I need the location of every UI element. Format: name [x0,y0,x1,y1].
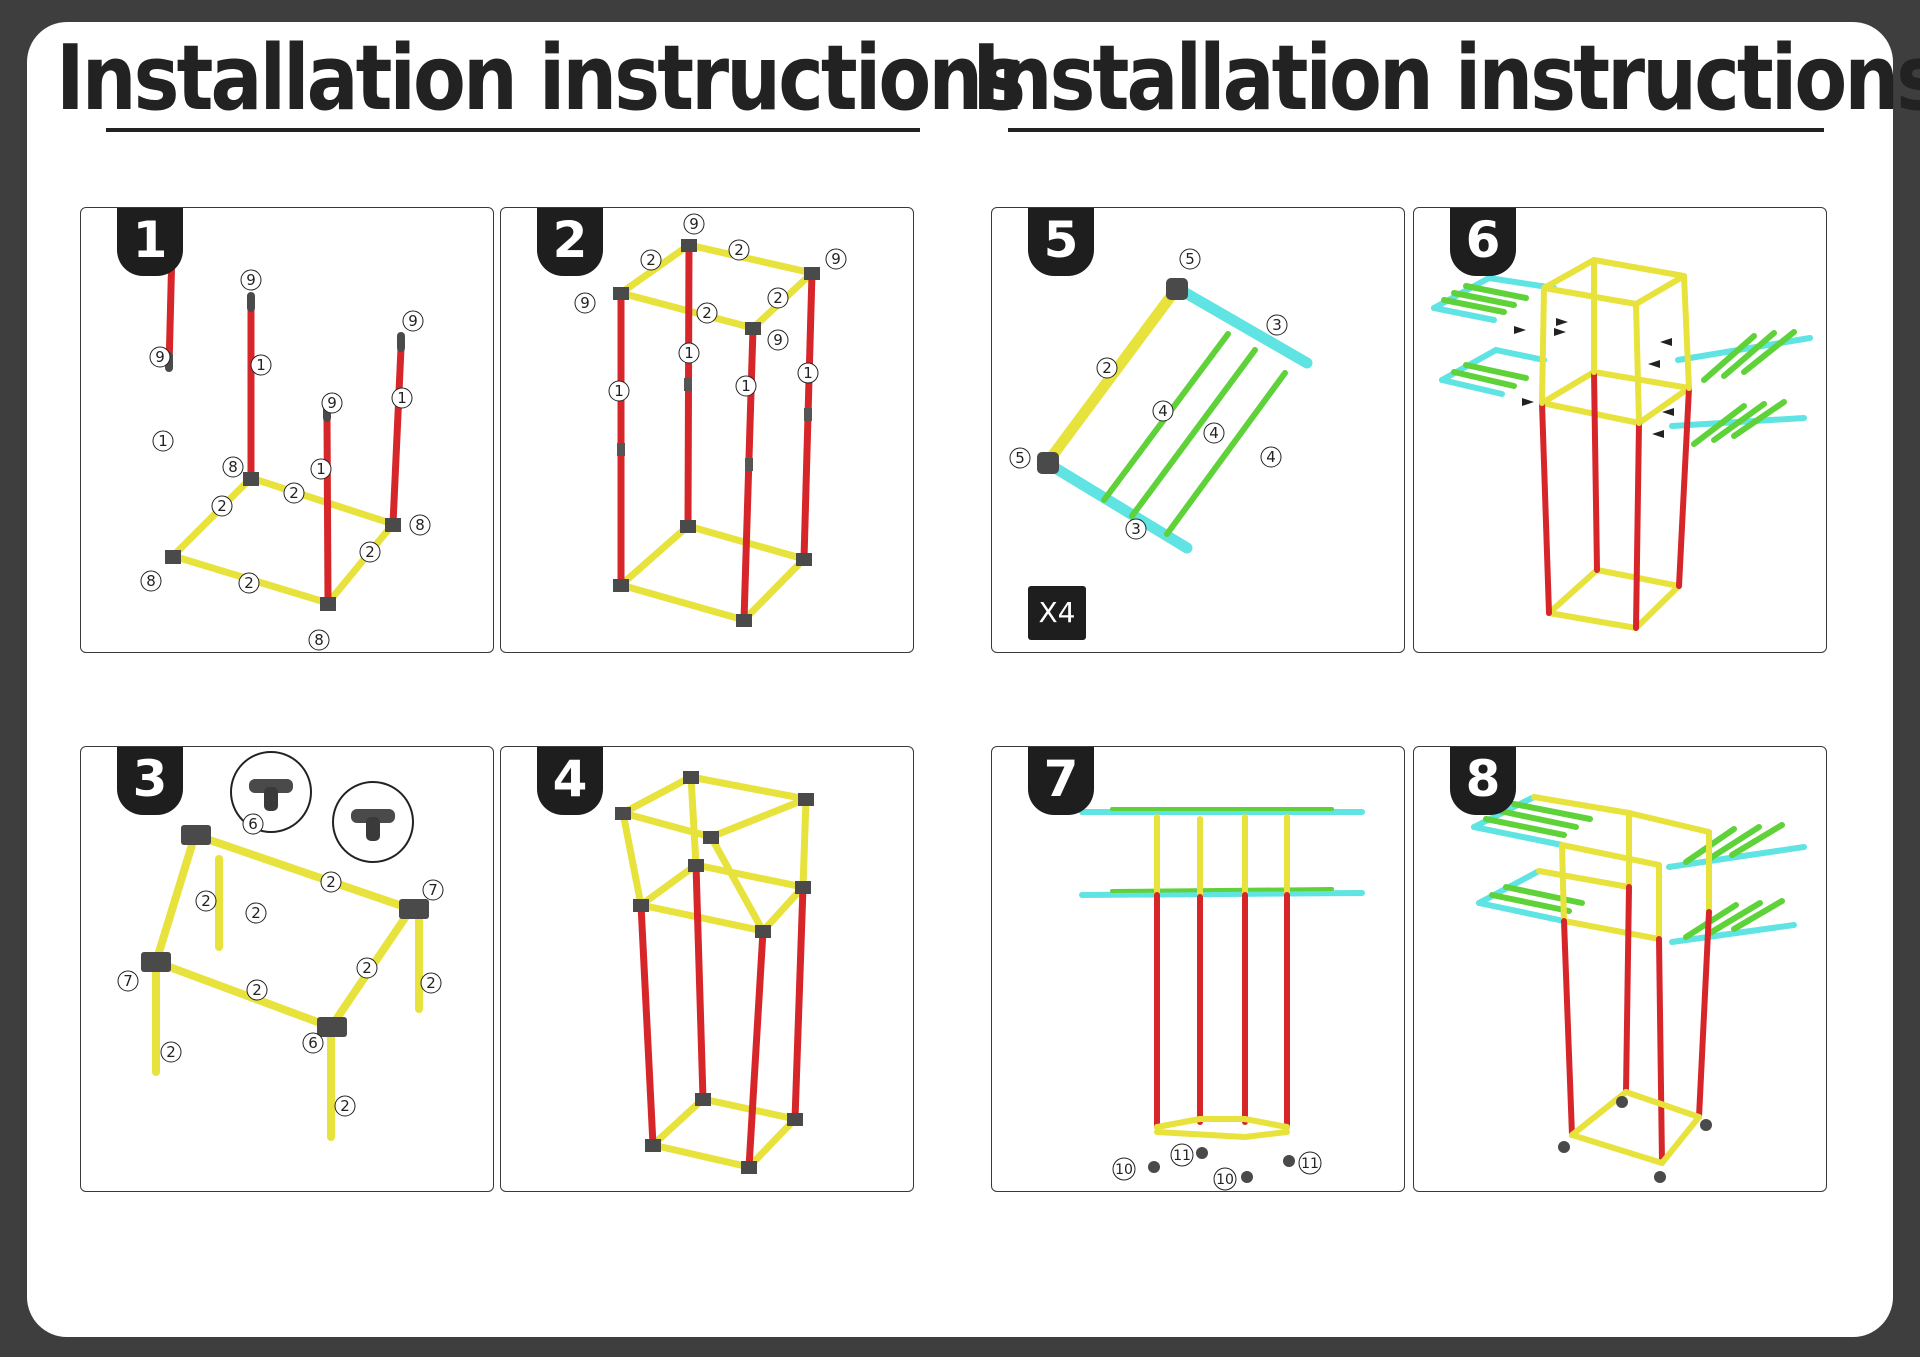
svg-text:3: 3 [1272,316,1282,334]
svg-text:2: 2 [426,974,436,992]
svg-text:4: 4 [1266,448,1276,466]
step-1-badge: 1 [117,208,183,276]
svg-text:6: 6 [308,1034,318,1052]
svg-text:8: 8 [228,458,238,476]
svg-text:2: 2 [217,497,227,515]
svg-text:9: 9 [773,331,783,349]
step-2-badge: 2 [537,208,603,276]
quantity-tag: X4 [1028,586,1086,640]
svg-text:9: 9 [327,394,337,412]
svg-text:4: 4 [1158,402,1168,420]
svg-text:2: 2 [646,251,656,269]
svg-text:11: 11 [1301,1156,1319,1172]
step-6-illustration [1431,257,1813,631]
svg-text:1: 1 [316,460,326,478]
svg-text:9: 9 [831,250,841,268]
step-7-part-labels: 10 11 10 11 [1112,1143,1322,1191]
svg-text:1: 1 [803,364,813,382]
svg-text:1: 1 [741,377,751,395]
step-2-part-labels: 9 9 9 9 2 2 2 2 1 1 1 1 [574,213,847,402]
svg-text:2: 2 [702,304,712,322]
heading-right: Installation instructions [972,26,1920,131]
svg-text:2: 2 [365,543,375,561]
step-3-illustration: 6 6 7 7 2 2 2 2 2 2 2 2 2 2 [117,751,444,1141]
svg-text:8: 8 [146,572,156,590]
svg-text:6: 6 [248,815,258,833]
svg-text:8: 8 [314,631,324,649]
step-5-badge: 5 [1028,208,1094,276]
svg-text:9: 9 [408,312,418,330]
heading-right-underline [1008,128,1824,132]
svg-text:2: 2 [252,981,262,999]
svg-text:2: 2 [201,892,211,910]
svg-text:2: 2 [362,959,372,977]
svg-text:2: 2 [326,873,336,891]
svg-text:2: 2 [773,289,783,307]
svg-text:9: 9 [246,271,256,289]
svg-text:1: 1 [684,344,694,362]
svg-text:5: 5 [1185,250,1195,268]
svg-text:8: 8 [415,516,425,534]
step-2-panel: 9 9 9 9 2 2 2 2 1 1 1 1 2 [500,207,914,653]
step-8-panel: 8 [1413,746,1827,1192]
svg-text:9: 9 [155,348,165,366]
svg-text:1: 1 [397,389,407,407]
tee-connector-detail-icon [230,751,414,863]
svg-text:4: 4 [1209,424,1219,442]
svg-text:5: 5 [1015,449,1025,467]
step-2-illustration: 9 9 9 9 2 2 2 2 1 1 1 1 [574,213,847,627]
svg-text:2: 2 [244,574,254,592]
step-7-panel: 10 11 10 11 7 [991,746,1405,1192]
step-8-illustration [1471,794,1807,1183]
step-4-badge: 4 [537,747,603,815]
svg-text:1: 1 [158,432,168,450]
svg-text:10: 10 [1216,1172,1234,1188]
svg-text:3: 3 [1131,520,1141,538]
svg-text:2: 2 [734,241,744,259]
step-5-illustration: 5 5 3 3 2 4 4 4 [1009,248,1313,554]
svg-text:2: 2 [289,484,299,502]
svg-text:1: 1 [614,382,624,400]
svg-text:1: 1 [256,356,266,374]
step-6-badge: 6 [1450,208,1516,276]
svg-text:10: 10 [1115,1162,1133,1178]
step-4-panel: 4 [500,746,914,1192]
step-3-panel: 6 6 7 7 2 2 2 2 2 2 2 2 2 2 3 [80,746,494,1192]
step-1-part-labels: 9 9 9 9 1 1 1 1 8 8 8 8 2 2 2 2 [140,269,431,651]
heading-left: Installation instructions [56,26,1026,131]
step-7-badge: 7 [1028,747,1094,815]
step-3-badge: 3 [117,747,183,815]
svg-text:9: 9 [689,215,699,233]
step-5-panel: 5 5 3 3 2 4 4 4 5 X4 [991,207,1405,653]
svg-text:2: 2 [166,1043,176,1061]
step-1-panel: 9 9 9 9 1 1 1 1 8 8 8 8 2 2 2 2 1 [80,207,494,653]
step-6-panel: 6 [1413,207,1827,653]
svg-text:2: 2 [251,904,261,922]
step-8-badge: 8 [1450,747,1516,815]
svg-text:7: 7 [428,881,438,899]
step-4-illustration [615,771,814,1174]
svg-text:9: 9 [580,294,590,312]
step-3-part-labels: 6 6 7 7 2 2 2 2 2 2 2 2 2 2 [117,813,444,1117]
svg-text:11: 11 [1173,1148,1191,1164]
svg-text:7: 7 [123,972,133,990]
step-7-illustration: 10 11 10 11 [1079,807,1365,1191]
svg-text:2: 2 [340,1097,350,1115]
svg-text:2: 2 [1102,359,1112,377]
step-5-part-labels: 5 5 3 3 2 4 4 4 [1009,248,1288,540]
heading-left-underline [106,128,920,132]
step-1-illustration: 9 9 9 9 1 1 1 1 8 8 8 8 2 2 2 2 [140,208,431,651]
